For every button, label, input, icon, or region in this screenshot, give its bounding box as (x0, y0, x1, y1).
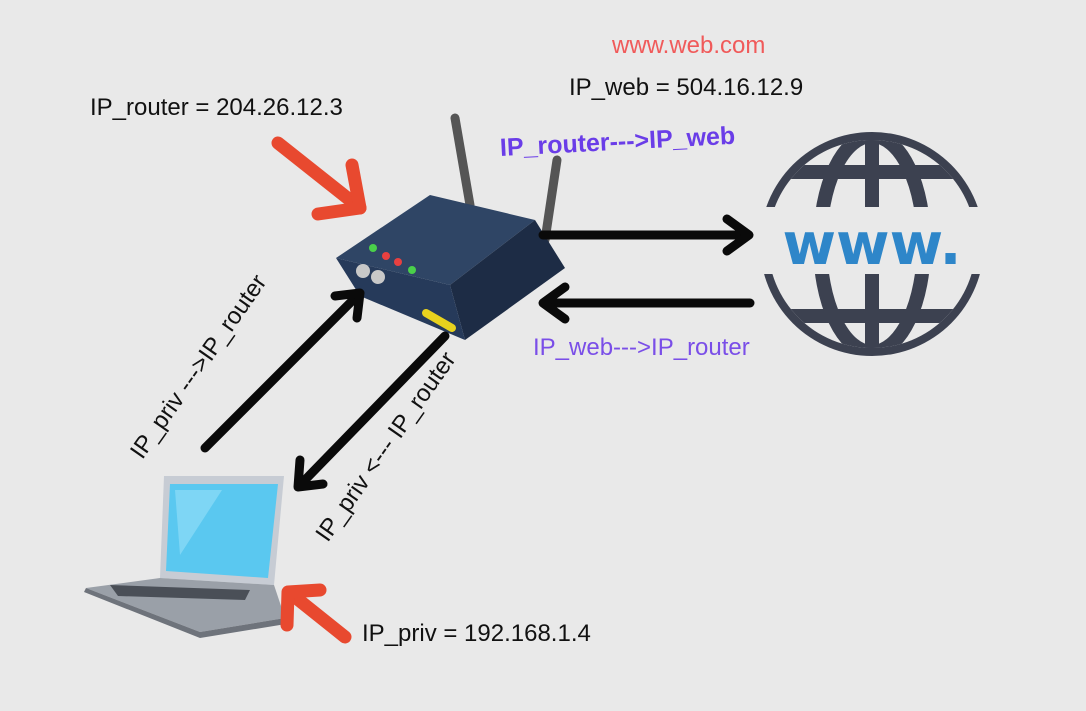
web-ip-label: IP_web = 504.16.12.9 (569, 74, 804, 101)
flow-arrows (200, 214, 755, 492)
globe-www-icon: www. (755, 132, 990, 356)
priv-ip-label: IP_priv = 192.168.1.4 (362, 620, 591, 647)
response-in-label: IP_web--->IP_router (533, 334, 750, 361)
globe-text: www. (782, 210, 961, 278)
pointer-arrows (271, 136, 367, 644)
router-ip-label: IP_router = 204.26.12.3 (90, 94, 343, 121)
router-icon (336, 113, 565, 340)
web-domain-label: www.web.com (612, 32, 766, 59)
laptop-icon (84, 476, 286, 638)
